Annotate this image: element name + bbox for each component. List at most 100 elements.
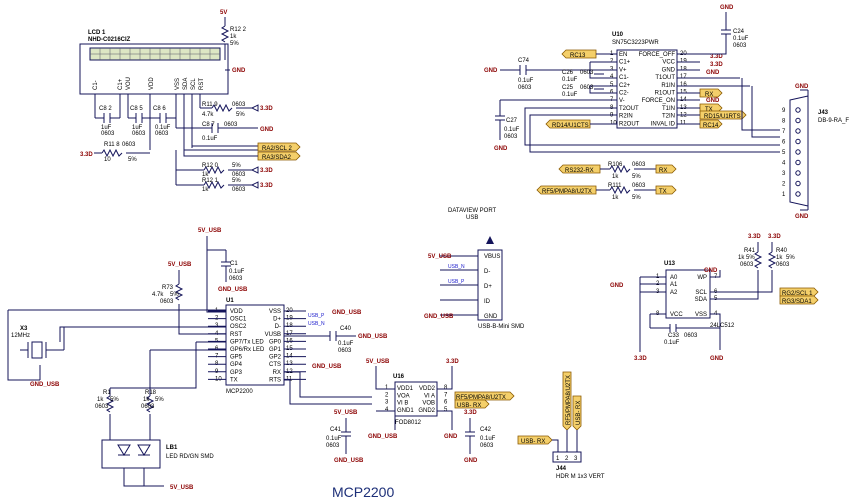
c26-val: 0.1uF — [562, 77, 578, 83]
lcd-gnd-label: GND — [232, 68, 246, 74]
u1-usbn: USB_N — [308, 321, 325, 327]
r119-3v3: 3.3D — [260, 106, 273, 112]
u10-pin-r1in: R1IN — [661, 83, 675, 89]
db9-pin-label: 7 — [782, 129, 786, 135]
u16-pin-num: 2 — [385, 392, 389, 398]
u10-pin-c2+: C2+ — [619, 83, 631, 89]
r40-pkg: 0603 — [776, 262, 790, 268]
db9-pin-3 — [795, 170, 801, 176]
c86-val: 0.1uF — [155, 125, 171, 131]
u16-pin-num: 4 — [385, 407, 389, 413]
u10-pin-num: 3 — [610, 66, 614, 72]
u16-pin-num: 5 — [444, 407, 448, 413]
net-rc14: RC14 — [703, 123, 719, 129]
db9-pin-5 — [795, 149, 801, 155]
u1-gndusb: GND_USB — [332, 310, 362, 316]
r40-tol: 5% — [786, 255, 795, 261]
lcd-5v-label: 5V — [220, 10, 227, 16]
usb-gndusb: GND_USB — [424, 314, 454, 320]
u10-pin-num: 18 — [680, 66, 687, 72]
u16-gnd: GND — [444, 434, 458, 440]
u10-pin-r2out: R2OUT — [619, 121, 640, 127]
c27-ref: C27 — [506, 118, 518, 124]
r119-ref: R11 9 — [202, 102, 218, 108]
c82-val: 1uF — [101, 125, 112, 131]
c25-val: 0.1uF — [562, 92, 578, 98]
c74-gnd: GND — [484, 68, 498, 74]
j44-section: RF5/PMPA8/U2TX USB- RX USB- RX 1 2 3 J44… — [517, 371, 605, 480]
u16-pin-vi-b: VI B — [397, 401, 408, 407]
u1-pin-gp1: GP1 — [269, 347, 282, 353]
led-5vusb: 5V_USB — [170, 485, 194, 491]
u16-pin-num: 8 — [444, 385, 448, 391]
db9-pin-7 — [795, 128, 801, 134]
u1-pin-gp0: GP0 — [269, 339, 282, 345]
u10-body — [616, 49, 678, 129]
c33-val: 0.1uF — [664, 340, 680, 346]
c1-val: 0.1uF — [229, 269, 245, 275]
r41-tol: 5% — [746, 255, 755, 261]
rs232-resistors: RS232-RX R106 1k 0603 5% RX RF5/PMPA8/U2… — [536, 162, 677, 201]
u10-pin-c2-: C2- — [619, 91, 629, 97]
u13-ref: U13 — [664, 261, 676, 267]
c87-val: 0.1uF — [202, 136, 218, 142]
net-ra3-sda2: RA3/SDA2 — [262, 155, 292, 161]
u1-pin-rts: RTS — [269, 377, 281, 383]
r18-val: 1k — [143, 397, 150, 403]
u16-pin-num: 3 — [385, 400, 389, 406]
lcd-pin-scl: SCL — [191, 78, 197, 90]
usb-pin-gnd: GND — [484, 314, 498, 320]
u1-pin-cts: CTS — [269, 362, 281, 368]
lcd-pin-c1p: C1+ — [118, 78, 124, 90]
db9-pin-label: 9 — [782, 108, 786, 114]
net-rf5-u2tx-a: RF5/PMPA8/U2TX — [542, 189, 592, 195]
r118-val: 10 — [104, 157, 111, 163]
r18-tol: 5% — [155, 397, 164, 403]
r111-pkg: 0603 — [632, 183, 646, 189]
c42-3v3: 3.3D — [464, 410, 477, 416]
led-ref: LB1 — [166, 445, 178, 451]
u13-gnd-a: GND — [610, 283, 624, 289]
u13-body — [665, 269, 711, 319]
c27-pkg: 0603 — [504, 134, 518, 140]
net-rs232-rx-out: RX — [659, 168, 667, 174]
r121-pkg: 0603 — [232, 187, 246, 193]
u16-pin-num: 1 — [385, 385, 389, 391]
j43-part: DB-9-RA_F — [818, 118, 849, 124]
u10-pin-t2out: T2OUT — [619, 106, 639, 112]
u16-pin-gnd2: GND2 — [418, 408, 435, 414]
c25-pkg: 0603 — [580, 85, 594, 91]
c41-val: 0.1uF — [326, 436, 342, 442]
r120-3v3: 3.3D — [260, 168, 273, 174]
r106-val: 1k — [612, 174, 619, 180]
u10-pin-gnd: GND — [662, 67, 676, 73]
u10-pin-r2in: R2IN — [619, 114, 633, 120]
net-u10-rx: RX — [705, 92, 713, 98]
u10-pin-num: 11 — [680, 120, 687, 126]
r122-val: 1k — [230, 34, 237, 40]
c82-pkg: 0603 — [101, 131, 115, 137]
net-rs232-rx: RS232-RX — [565, 168, 594, 174]
db9-pin-4 — [795, 159, 801, 166]
u10-pin-num: 12 — [680, 113, 687, 119]
c24-gnd: GND — [720, 5, 734, 11]
c25-ref: C25 — [562, 85, 574, 91]
u13-pin-a2: A2 — [670, 290, 678, 296]
u1-pin-rst: RST — [230, 332, 242, 338]
r1-pkg: 0603 — [95, 404, 109, 410]
u16-3v3: 3.3D — [446, 359, 459, 365]
u13-gnd-c: GND — [710, 356, 724, 362]
c40-gndusb: GND_USB — [358, 334, 388, 340]
db9-pin-1 — [795, 191, 801, 197]
r40-ref: R40 — [776, 248, 788, 254]
u10-pin-inval-id: INVAL ID — [651, 121, 676, 127]
c42-val: 0.1uF — [480, 436, 496, 442]
db9-pin-label: 3 — [782, 171, 786, 177]
u1-gndusb2: GND_USB — [312, 364, 342, 370]
r121-val: 1k — [202, 187, 209, 193]
u10-pin-v+: V+ — [619, 67, 627, 73]
r119-pkg: 0603 — [232, 102, 246, 108]
page-title: MCP2200 — [332, 484, 394, 500]
usb-title2: USB — [466, 215, 478, 221]
c86-pkg: 0603 — [155, 131, 169, 137]
